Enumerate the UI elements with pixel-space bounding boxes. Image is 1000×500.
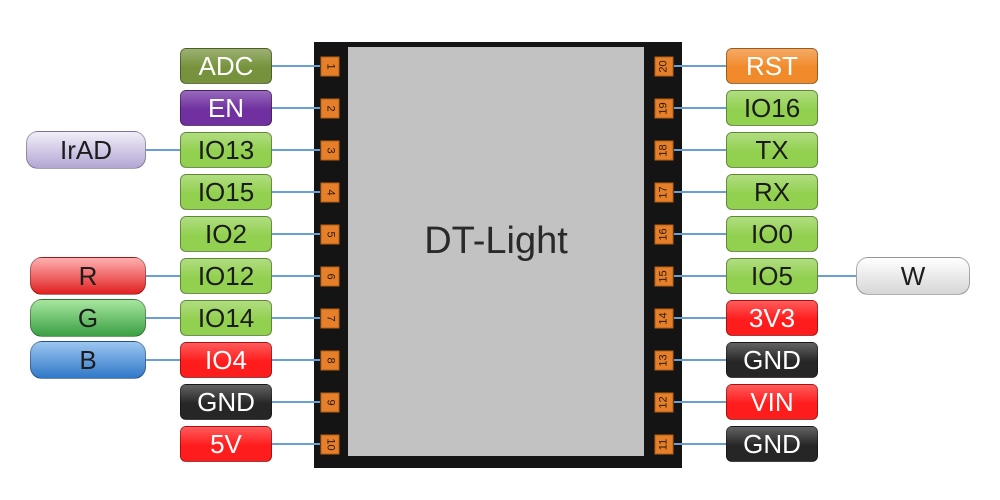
signal-tag-irad: IrAD (26, 131, 146, 169)
signal-tag-r: R (30, 257, 146, 295)
left-pin-wire (272, 443, 320, 445)
left-pin-pad-2: 2 (320, 98, 340, 119)
left-pin-label-5v: 5V (180, 426, 272, 462)
left-pin-label-adc: ADC (180, 48, 272, 84)
right-pin-label-rst: RST (726, 48, 818, 84)
signal-wire-b (146, 359, 180, 361)
left-pin-label-io2: IO2 (180, 216, 272, 252)
right-pin-wire (674, 191, 726, 193)
right-pin-wire (674, 233, 726, 235)
left-pin-pad-3: 3 (320, 140, 340, 161)
right-pin-wire (674, 107, 726, 109)
left-pin-wire (272, 107, 320, 109)
left-pin-wire (272, 359, 320, 361)
left-pin-pad-6: 6 (320, 266, 340, 287)
right-pin-pad-14: 14 (654, 308, 674, 329)
left-pin-label-io12: IO12 (180, 258, 272, 294)
signal-wire-w (818, 275, 856, 277)
right-pin-pad-13: 13 (654, 350, 674, 371)
right-pin-wire (674, 275, 726, 277)
right-pin-pad-19: 19 (654, 98, 674, 119)
right-pin-wire (674, 359, 726, 361)
chip-name: DT-Light (424, 220, 568, 262)
right-pin-pad-15: 15 (654, 266, 674, 287)
right-pin-label-io0: IO0 (726, 216, 818, 252)
right-pin-label-io5: IO5 (726, 258, 818, 294)
right-pin-label-gnd: GND (726, 342, 818, 378)
left-pin-wire (272, 317, 320, 319)
right-pin-pad-18: 18 (654, 140, 674, 161)
left-pin-pad-5: 5 (320, 224, 340, 245)
left-pin-label-io14: IO14 (180, 300, 272, 336)
left-pin-pad-1: 1 (320, 56, 340, 77)
right-pin-wire (674, 149, 726, 151)
left-pin-pad-8: 8 (320, 350, 340, 371)
left-pin-pad-9: 9 (320, 392, 340, 413)
left-pin-wire (272, 275, 320, 277)
right-pin-label-vin: VIN (726, 384, 818, 420)
signal-wire-r (146, 275, 180, 277)
left-pin-wire (272, 65, 320, 67)
right-pin-label-gnd: GND (726, 426, 818, 462)
signal-wire-g (146, 317, 180, 319)
signal-tag-g: G (30, 299, 146, 337)
right-pin-wire (674, 317, 726, 319)
right-pin-pad-12: 12 (654, 392, 674, 413)
left-pin-wire (272, 149, 320, 151)
left-pin-label-io13: IO13 (180, 132, 272, 168)
left-pin-wire (272, 233, 320, 235)
right-pin-pad-16: 16 (654, 224, 674, 245)
right-pin-pad-17: 17 (654, 182, 674, 203)
chip-face (348, 47, 644, 456)
right-pin-wire (674, 65, 726, 67)
signal-wire-irad (146, 149, 180, 151)
left-pin-label-gnd: GND (180, 384, 272, 420)
right-pin-wire (674, 401, 726, 403)
left-pin-wire (272, 191, 320, 193)
right-pin-label-3v3: 3V3 (726, 300, 818, 336)
left-pin-pad-4: 4 (320, 182, 340, 203)
right-pin-label-io16: IO16 (726, 90, 818, 126)
right-pin-pad-11: 11 (654, 434, 674, 455)
signal-tag-b: B (30, 341, 146, 379)
left-pin-wire (272, 401, 320, 403)
left-pin-pad-10: 10 (320, 434, 340, 455)
signal-tag-w: W (856, 257, 970, 295)
left-pin-pad-7: 7 (320, 308, 340, 329)
right-pin-wire (674, 443, 726, 445)
left-pin-label-io15: IO15 (180, 174, 272, 210)
left-pin-label-en: EN (180, 90, 272, 126)
right-pin-pad-20: 20 (654, 56, 674, 77)
right-pin-label-rx: RX (726, 174, 818, 210)
right-pin-label-tx: TX (726, 132, 818, 168)
left-pin-label-io4: IO4 (180, 342, 272, 378)
